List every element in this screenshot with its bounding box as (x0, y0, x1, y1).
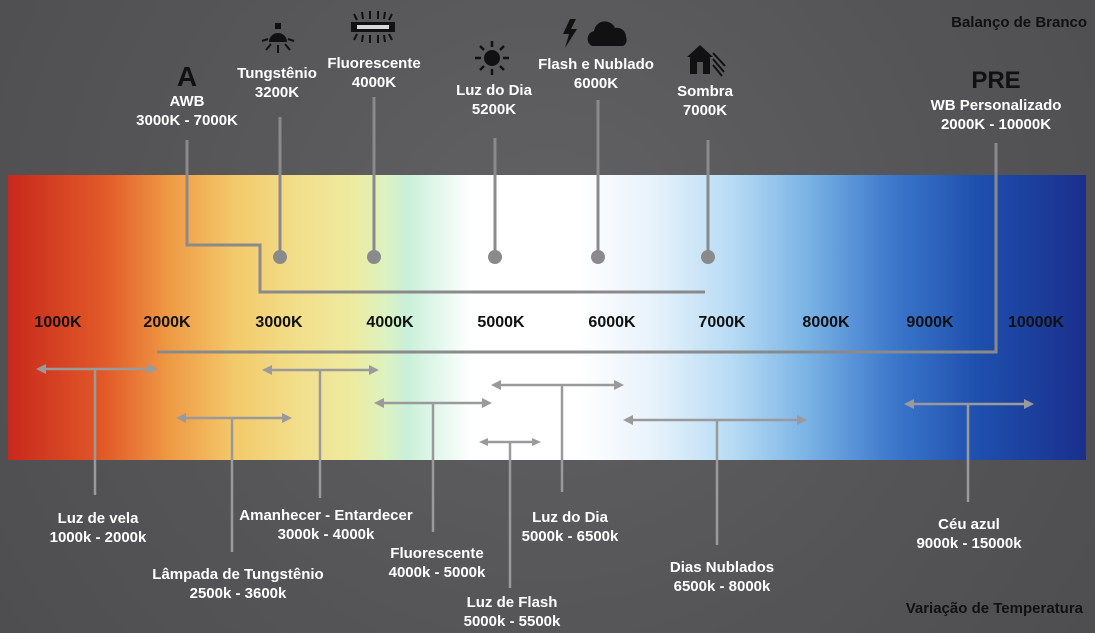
preset-range: 2000K - 10000K (940, 116, 1052, 133)
preset-daylight: Luz do Dia 5200K (456, 81, 532, 119)
preset-shade: Sombra 7000K (677, 82, 733, 120)
source-name: Amanhecer - Entardecer (239, 507, 413, 524)
scale-tick: 1000K (34, 314, 82, 331)
preset-tungsten: Tungstênio 3200K (237, 64, 317, 102)
source-name: Fluorescente (390, 545, 484, 562)
pre-symbol: PRE (971, 67, 1021, 94)
source-range: 2500k - 3600k (189, 585, 287, 602)
diagram-footer-title: Variação de Temperatura (905, 600, 1083, 617)
source-candle: Luz de vela 1000k - 2000k (50, 509, 147, 547)
preset-flash-cloudy: Flash e Nublado 6000K (538, 55, 654, 93)
preset-custom-wb: PRE WB Personalizado 2000K - 10000K (931, 66, 1062, 134)
scale-tick: 5000K (477, 314, 525, 331)
preset-awb: A AWB 3000K - 7000K (136, 62, 238, 130)
preset-range: 6000K (573, 75, 619, 92)
fluorescent-lamp-icon (351, 11, 395, 43)
preset-name: Luz do Dia (456, 82, 532, 99)
preset-range: 5200K (471, 101, 517, 118)
source-fluorescent: Fluorescente 4000k - 5000k (389, 544, 486, 582)
scale-tick: 8000K (802, 314, 850, 331)
source-tungsten-lamp: Lâmpada de Tungstênio 2500k - 3600k (152, 565, 323, 603)
source-name: Dias Nublados (669, 559, 775, 576)
flash-cloud-icon (563, 19, 627, 48)
scale-tick: 7000K (698, 314, 746, 331)
source-range: 4000k - 5000k (388, 564, 486, 581)
scale-tick: 3000K (255, 314, 303, 331)
source-name: Luz do Dia (532, 509, 608, 526)
source-name: Luz de vela (57, 510, 139, 527)
preset-name: Tungstênio (237, 65, 317, 82)
sun-icon (475, 41, 509, 75)
source-range: 5000k - 5500k (463, 613, 561, 630)
preset-range: 4000K (351, 74, 397, 91)
source-name: Luz de Flash (466, 594, 558, 611)
scale-tick: 10000K (1007, 314, 1065, 331)
shade-house-icon (687, 45, 726, 77)
preset-name: Flash e Nublado (538, 56, 654, 73)
preset-name: WB Personalizado (930, 97, 1062, 114)
scale-tick: 2000K (143, 314, 191, 331)
source-flash: Luz de Flash 5000k - 5500k (464, 593, 561, 631)
preset-range: 7000K (682, 102, 728, 119)
preset-range: 3000K - 7000K (136, 112, 238, 129)
source-name: Lâmpada de Tungstênio (152, 566, 324, 583)
auto-icon: A (176, 61, 198, 92)
bulb-icon (261, 23, 295, 53)
preset-name: Fluorescente (327, 55, 421, 72)
source-range: 5000k - 6500k (521, 528, 619, 545)
source-range: 1000k - 2000k (49, 529, 147, 546)
scale-tick: 6000K (588, 314, 636, 331)
diagram-title: Balanço de Branco (951, 14, 1087, 31)
source-daylight: Luz do Dia 5000k - 6500k (522, 508, 619, 546)
preset-name: Sombra (677, 83, 733, 100)
source-name: Céu azul (938, 516, 1000, 533)
source-range: 6500k - 8000k (673, 578, 771, 595)
source-blue-sky: Céu azul 9000k - 15000k (916, 515, 1021, 553)
source-sunrise-sunset: Amanhecer - Entardecer 3000k - 4000k (239, 506, 412, 544)
preset-name: AWB (169, 93, 205, 110)
preset-range: 3200K (254, 84, 300, 101)
source-cloudy-days: Dias Nublados 6500k - 8000k (670, 558, 774, 596)
scale-tick: 4000K (366, 314, 414, 331)
preset-fluorescent: Fluorescente 4000K (327, 54, 420, 92)
source-range: 9000k - 15000k (916, 535, 1022, 552)
scale-tick: 9000K (906, 314, 954, 331)
source-range: 3000k - 4000k (277, 526, 375, 543)
